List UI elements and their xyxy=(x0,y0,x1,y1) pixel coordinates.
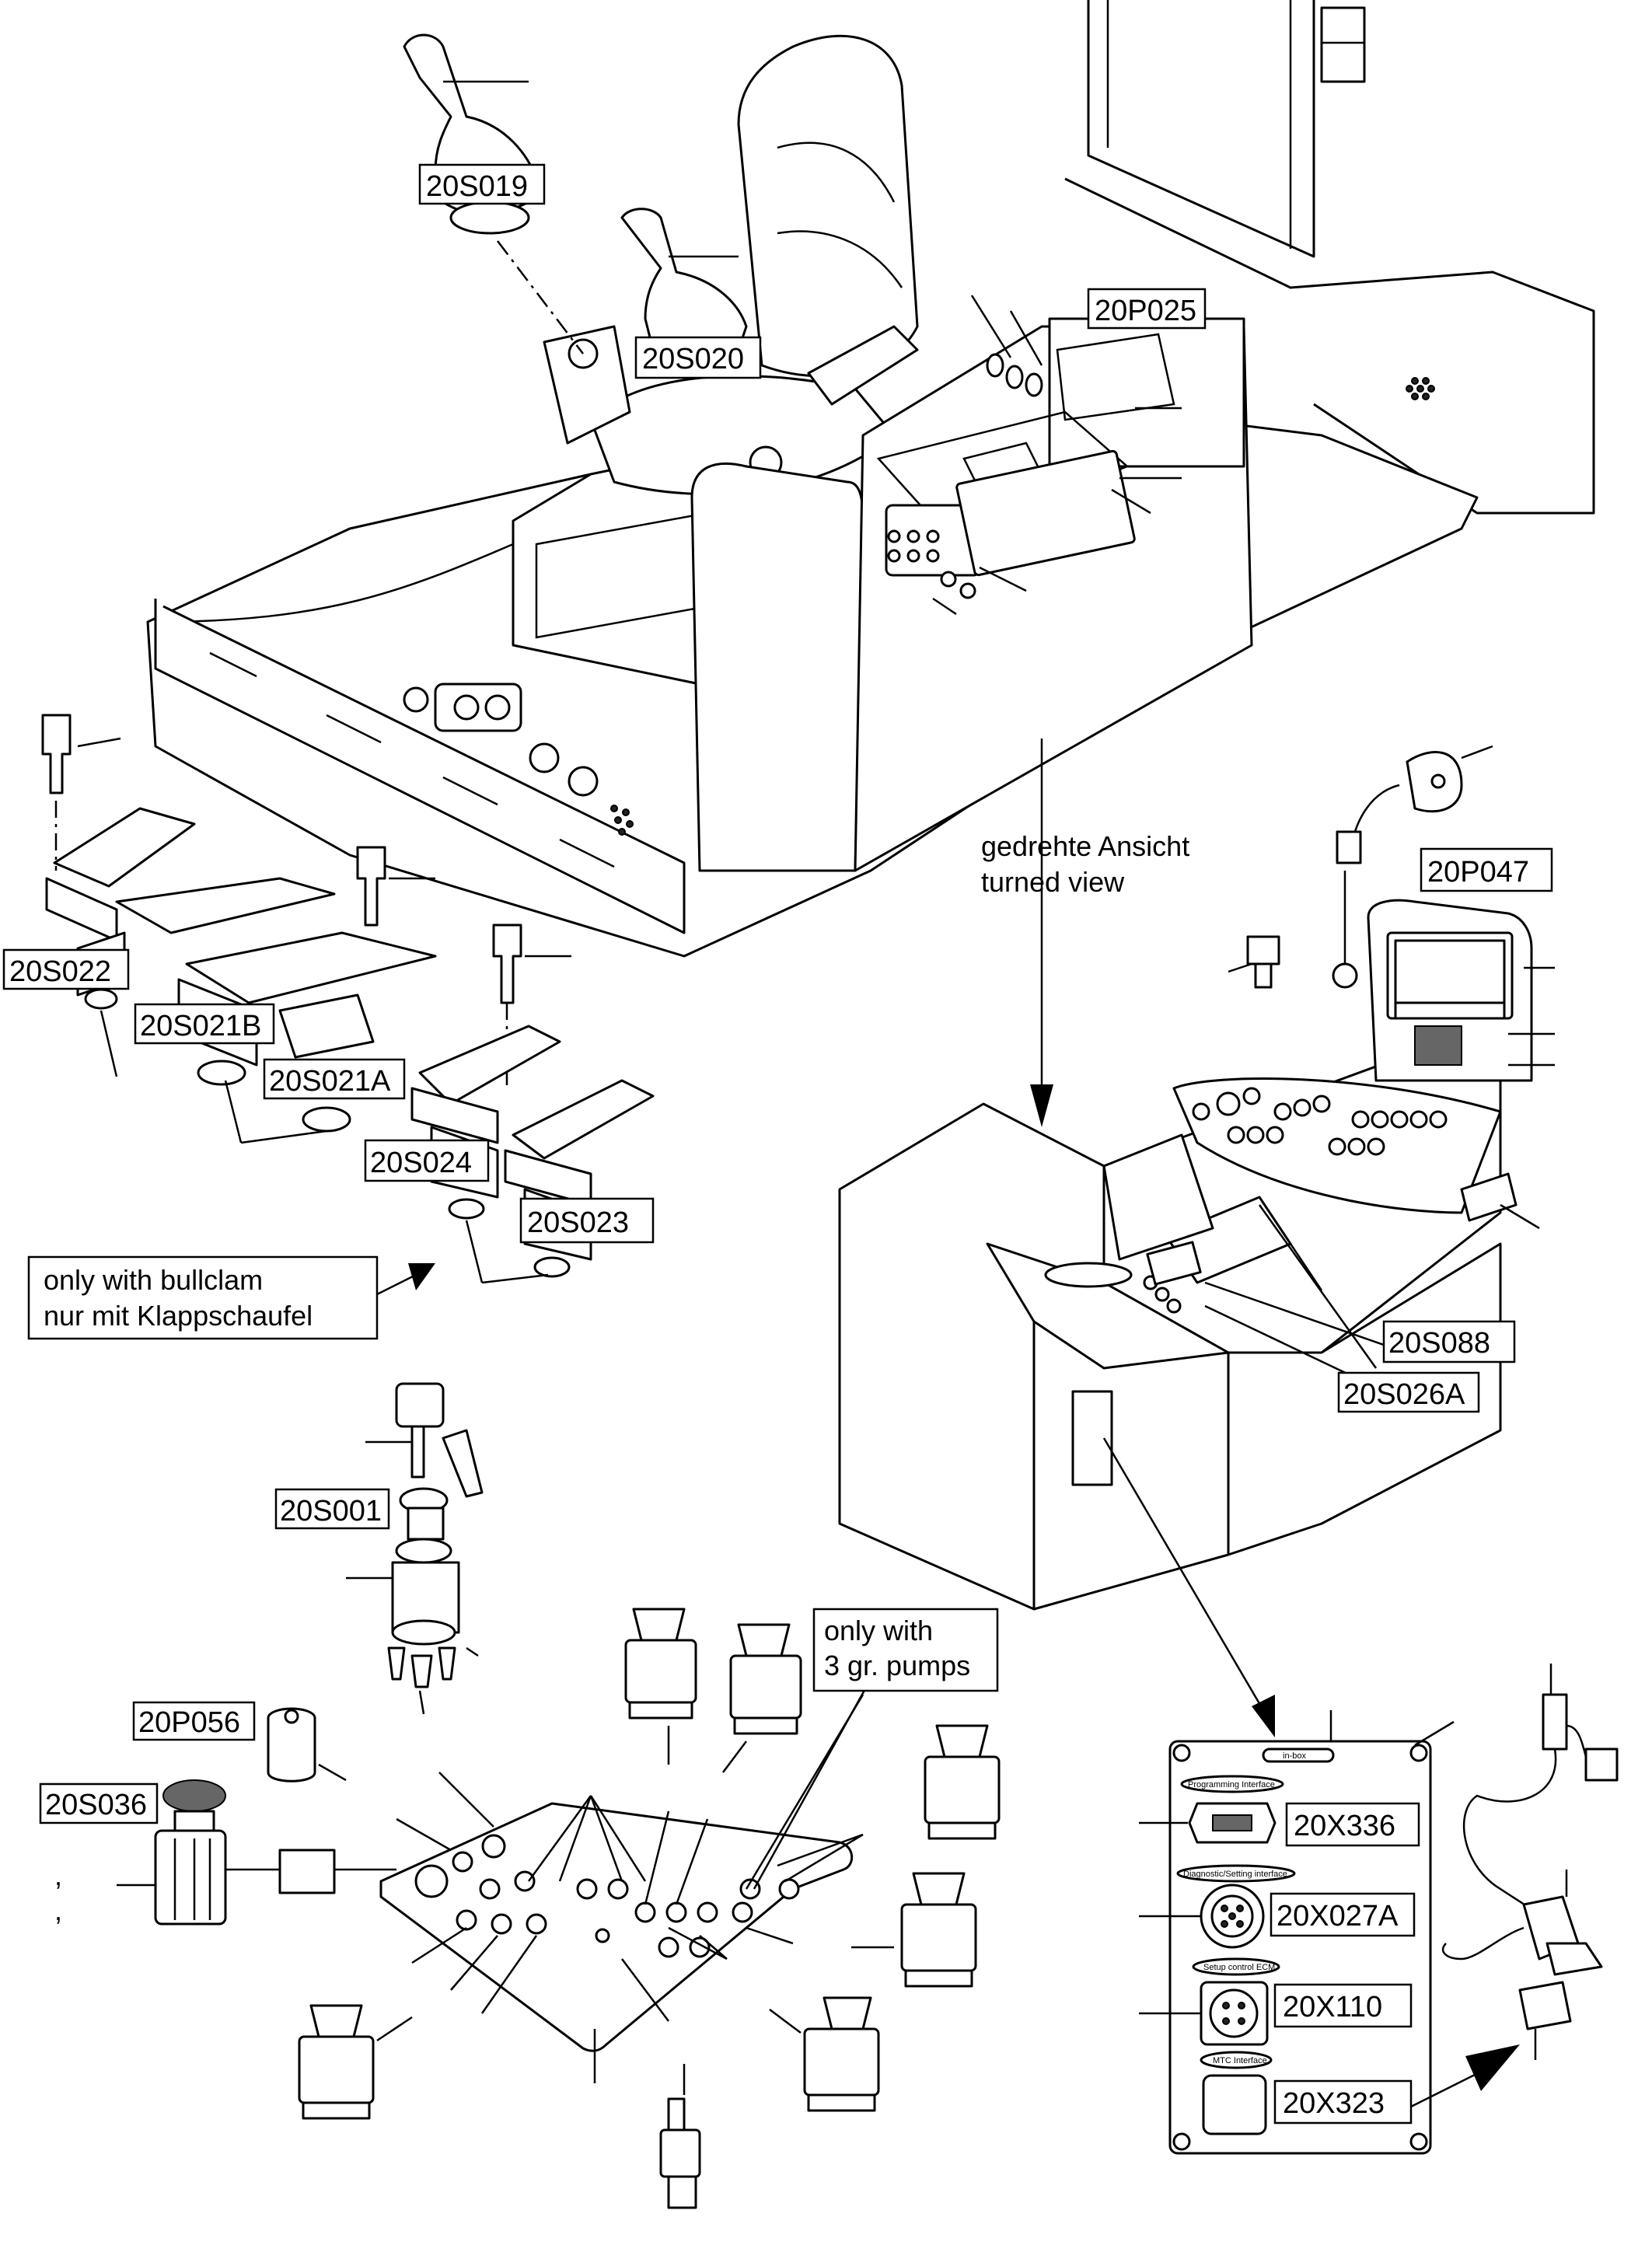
label-20P025: 20P025 xyxy=(1087,288,1207,330)
cab-assembly xyxy=(146,0,1595,958)
svg-text:20X336: 20X336 xyxy=(1294,1810,1395,1842)
pressure-sensor xyxy=(267,1707,347,1782)
label-20X336: 20X336 xyxy=(1285,1802,1420,1847)
label-20X110: 20X110 xyxy=(1273,1983,1413,2028)
rocker-switches xyxy=(298,1608,1001,2209)
label-20S036: 20S036 xyxy=(39,1782,159,1824)
svg-text:20S024: 20S024 xyxy=(370,1147,472,1179)
label-20X027A: 20X027A xyxy=(1270,1892,1416,1937)
label-20S001: 20S001 xyxy=(274,1488,390,1530)
svg-text:3 gr. pumps: 3 gr. pumps xyxy=(824,1650,970,1681)
label-20P047: 20P047 xyxy=(1420,847,1553,892)
svg-text:Diagnostic/Setting interface: Diagnostic/Setting interface xyxy=(1183,1870,1287,1879)
rotated-view-note-de: gedrehte Ansicht xyxy=(981,830,1189,862)
switch-panel-knobs xyxy=(1192,1087,1448,1156)
label-20S026A: 20S026A xyxy=(1337,1371,1480,1413)
pumps-note: only with 3 gr. pumps xyxy=(812,1608,999,1692)
switch-panel xyxy=(379,1678,872,2083)
svg-text:in-box: in-box xyxy=(1283,1751,1306,1761)
svg-text:20P056: 20P056 xyxy=(138,1706,240,1739)
label-20S021B: 20S021B xyxy=(134,1003,275,1045)
label-20S023: 20S023 xyxy=(519,1197,655,1244)
emergency-stop xyxy=(117,1779,396,1926)
svg-text:20S088: 20S088 xyxy=(1388,1327,1490,1360)
svg-text:Programming Interface: Programming Interface xyxy=(1188,1780,1275,1789)
comma-mark-2: , xyxy=(54,1894,62,1926)
svg-text:20S019: 20S019 xyxy=(426,170,528,203)
svg-text:only with bullclam: only with bullclam xyxy=(44,1264,263,1296)
svg-text:nur mit Klappschaufel: nur mit Klappschaufel xyxy=(44,1300,313,1332)
console-knobs xyxy=(887,529,976,599)
overview-leaders xyxy=(443,80,1182,1127)
svg-text:20P025: 20P025 xyxy=(1095,295,1196,327)
speaker-grille-icon xyxy=(1406,377,1435,400)
svg-text:20S020: 20S020 xyxy=(642,343,744,375)
floor-grille-icon xyxy=(610,805,634,836)
svg-text:20P047: 20P047 xyxy=(1427,856,1529,889)
cable-harness xyxy=(1410,1664,1619,2108)
svg-text:20S036: 20S036 xyxy=(45,1789,147,1821)
bullclam-note: only with bullclam nur mit Klappschaufel xyxy=(27,1255,379,1340)
svg-text:MTC Interface: MTC Interface xyxy=(1213,2056,1267,2065)
svg-text:20S026A: 20S026A xyxy=(1343,1378,1465,1411)
svg-text:20S001: 20S001 xyxy=(280,1495,382,1528)
svg-text:Setup control ECM: Setup control ECM xyxy=(1203,1963,1275,1972)
svg-text:20S022: 20S022 xyxy=(9,955,111,988)
label-20X323: 20X323 xyxy=(1273,2079,1413,2125)
ignition-switch xyxy=(346,1382,484,1715)
label-20S020: 20S020 xyxy=(634,336,762,379)
label-20S021A: 20S021A xyxy=(263,1058,406,1100)
toggle-switch xyxy=(659,2064,701,2209)
rotated-view-note-en: turned view xyxy=(981,866,1125,898)
comma-mark-1: , xyxy=(54,1859,62,1891)
label-20P056: 20P056 xyxy=(132,1701,256,1741)
label-20S019: 20S019 xyxy=(418,163,546,205)
console-rotated-view xyxy=(838,745,1555,1737)
label-20S022: 20S022 xyxy=(2,948,130,990)
svg-text:20X027A: 20X027A xyxy=(1277,1900,1399,1933)
svg-text:20S021B: 20S021B xyxy=(140,1010,261,1042)
label-20S088: 20S088 xyxy=(1382,1320,1516,1363)
svg-text:only with: only with xyxy=(824,1615,933,1646)
label-20S024: 20S024 xyxy=(364,1139,490,1182)
svg-text:20X110: 20X110 xyxy=(1283,1991,1382,2023)
svg-text:20X323: 20X323 xyxy=(1283,2087,1385,2120)
svg-text:20S023: 20S023 xyxy=(527,1206,629,1239)
svg-text:20S021A: 20S021A xyxy=(269,1065,391,1098)
